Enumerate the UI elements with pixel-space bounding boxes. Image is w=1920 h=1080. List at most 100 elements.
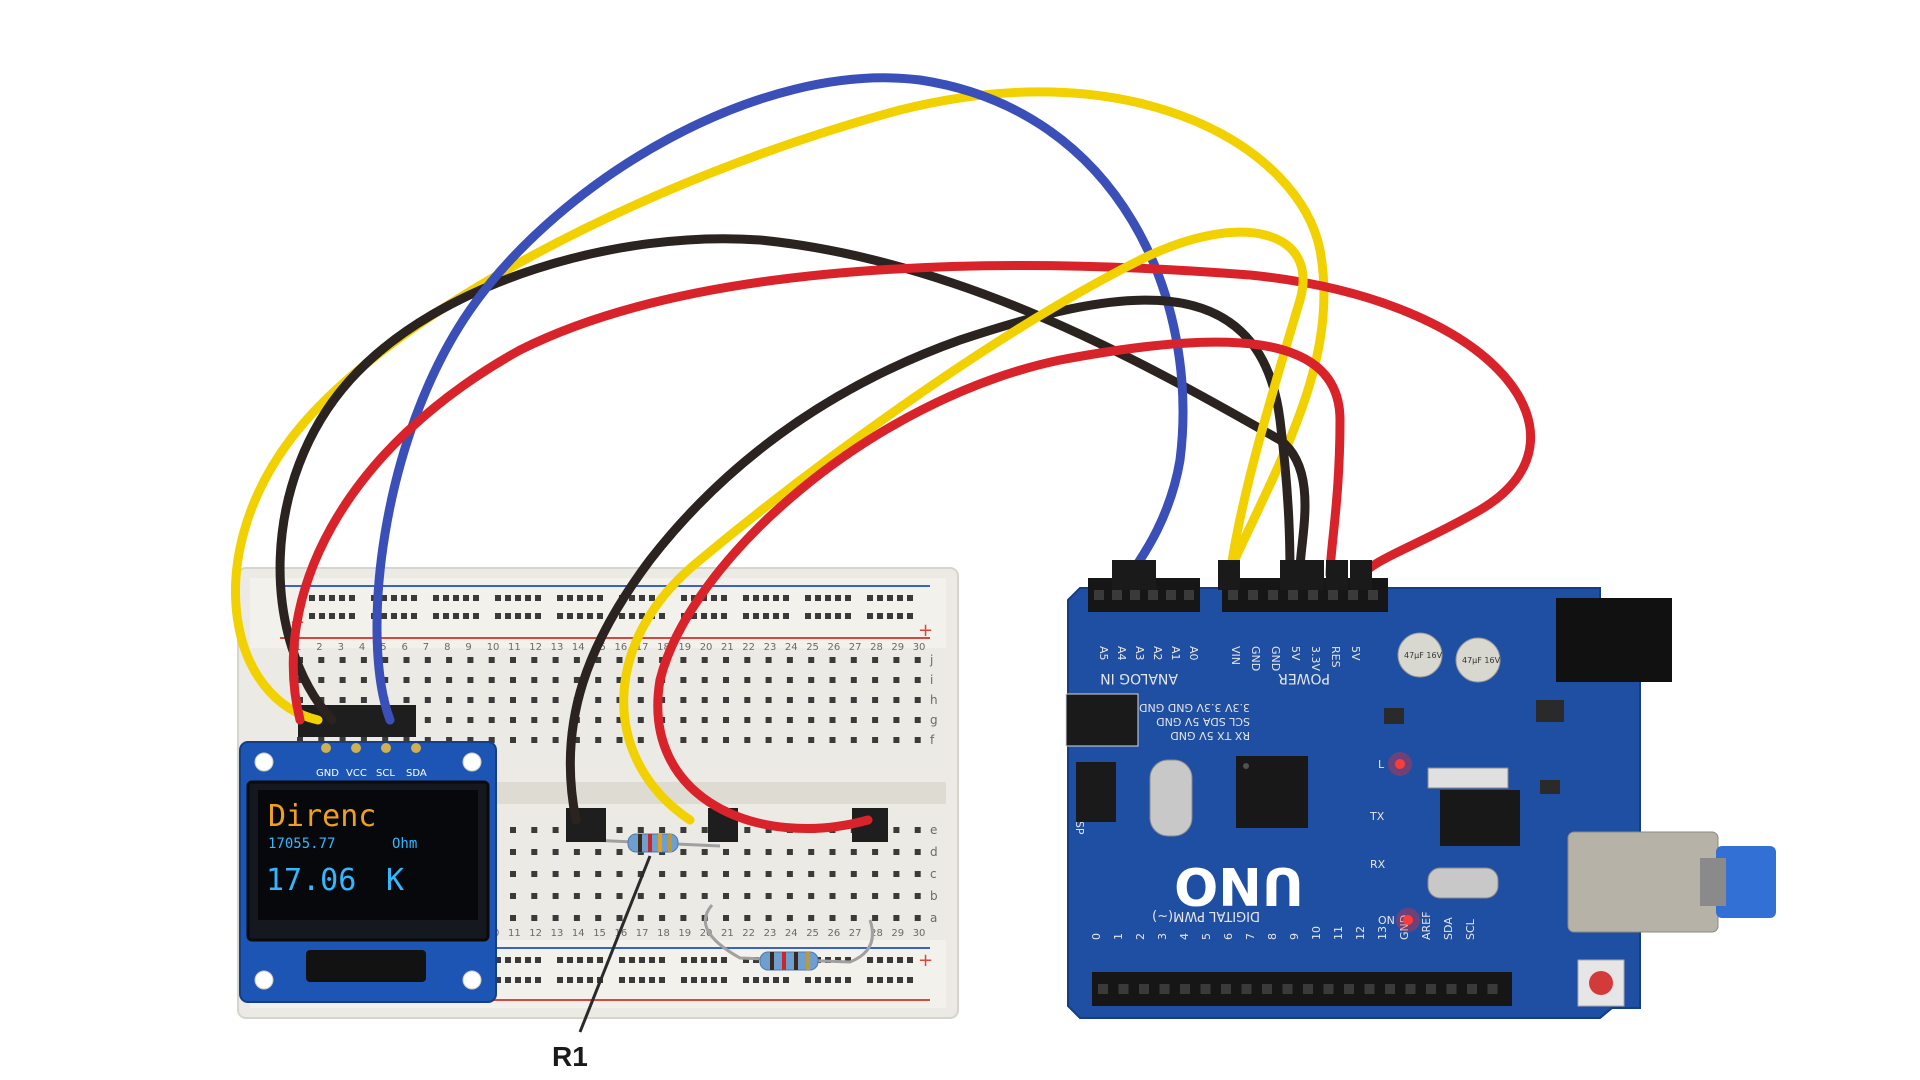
breadboard-hole [403,657,410,663]
breadboard-hole [893,827,900,833]
breadboard-hole [680,893,687,899]
row-letter-bottom: e [930,823,937,837]
breadboard-hole [765,737,772,743]
rail-hole [867,595,873,601]
row-letter-top: h [930,693,938,707]
rail-hole [887,595,893,601]
rail-hole [505,613,511,619]
breadboard-hole [595,737,602,743]
resistor-r2 [703,904,874,971]
rail-hole [515,957,521,963]
breadboard-hole [786,697,793,703]
breadboard-hole [573,915,580,921]
breadboard-hole [510,849,516,855]
power-header-hole [1328,590,1338,600]
power-header-hole [1308,590,1318,600]
breadboard-hole [723,717,729,723]
breadboard-hole [701,697,708,703]
rail-hole [753,613,759,619]
breadboard-hole [510,871,516,877]
breadboard-hole [488,657,495,663]
digital-header-hole [1426,984,1436,994]
breadboard-hole [382,657,389,663]
analog-pin-label: A3 [1133,646,1146,661]
oled-line-value-ohm: 17055.77 [268,836,335,852]
rail-hole [701,977,707,983]
rail-hole [319,613,325,619]
smd-component-2 [1536,700,1564,722]
wire-sleeve-5v [1326,560,1348,590]
usb-cable-plug [1716,846,1776,918]
breadboard-hole [318,657,325,663]
rail-hole [381,613,387,619]
column-number-top: 9 [465,642,471,653]
column-number-bottom: 11 [508,928,521,939]
rail-hole [835,957,841,963]
breadboard-hole [808,717,815,723]
r1-callout-line [578,855,652,1033]
breadboard-hole [360,737,367,743]
breadboard-hole [850,871,857,877]
column-number-top: 2 [316,642,322,653]
column-number-top: 25 [806,642,819,653]
breadboard-hole [510,737,516,743]
breadboard-hole [914,871,921,877]
column-number-top: 21 [721,642,734,653]
breadboard-hole [595,697,602,703]
breadboard-hole [850,697,857,703]
led-label: L [1378,758,1385,771]
breadboard-hole [786,893,793,899]
digital-header-hole [1446,984,1457,994]
analog-in-label: ANALOG IN [1100,670,1178,686]
rail-hole [597,595,603,601]
oled-line-unit-ohm: Ohm [392,836,417,852]
digital-header-hole [1323,984,1334,994]
led-on [1403,915,1413,925]
rail-hole [629,613,635,619]
analog-pin-label: A1 [1169,646,1182,661]
power-pin-label: 3.3V [1309,646,1322,671]
breadboard-hole [424,697,431,703]
rail-hole [721,977,727,983]
breadboard-hole [829,677,836,683]
breadboard-hole [595,657,602,663]
rail-hole [907,957,913,963]
digital-header-hole [1487,984,1498,994]
rail-hole [763,613,769,619]
breadboard-hole [339,677,346,683]
oled-pin-pad [321,743,331,753]
smd-component-3 [1540,780,1560,794]
breadboard-hole [552,915,559,921]
rail-hole [525,977,531,983]
breadboard-hole [829,849,836,855]
breadboard-hole [914,915,921,921]
digital-header-hole [1344,984,1354,994]
capacitor-1-label: 47µF 16V [1404,651,1443,660]
digital-header-hole [1098,984,1108,994]
breadboard-hole [850,893,857,899]
rail-hole [587,613,593,619]
breadboard-hole [318,737,325,743]
analog-header-hole [1184,590,1194,600]
analog-pin-label: A2 [1151,646,1164,661]
r2-lead [703,904,874,964]
breadboard-hole [573,657,580,663]
rail-hole [391,595,397,601]
rail-hole [773,977,779,983]
breadboard-hole [744,737,751,743]
r1-band-4 [668,834,672,852]
rail-hole [691,957,697,963]
rail-hole [577,977,583,983]
column-number-top: 5 [380,642,386,653]
digital-header-hole [1200,984,1211,994]
rail-hole [711,977,717,983]
breadboard-hole [595,849,602,855]
power-pin-label: VIN [1229,646,1242,665]
breadboard-hole [893,871,900,877]
r2-band-2 [782,952,786,970]
column-number-bottom: 16 [615,928,628,939]
rail-hole [743,957,749,963]
digital-header-hole [1282,984,1293,994]
rail-hole [557,977,563,983]
breadboard-hole [531,871,538,877]
